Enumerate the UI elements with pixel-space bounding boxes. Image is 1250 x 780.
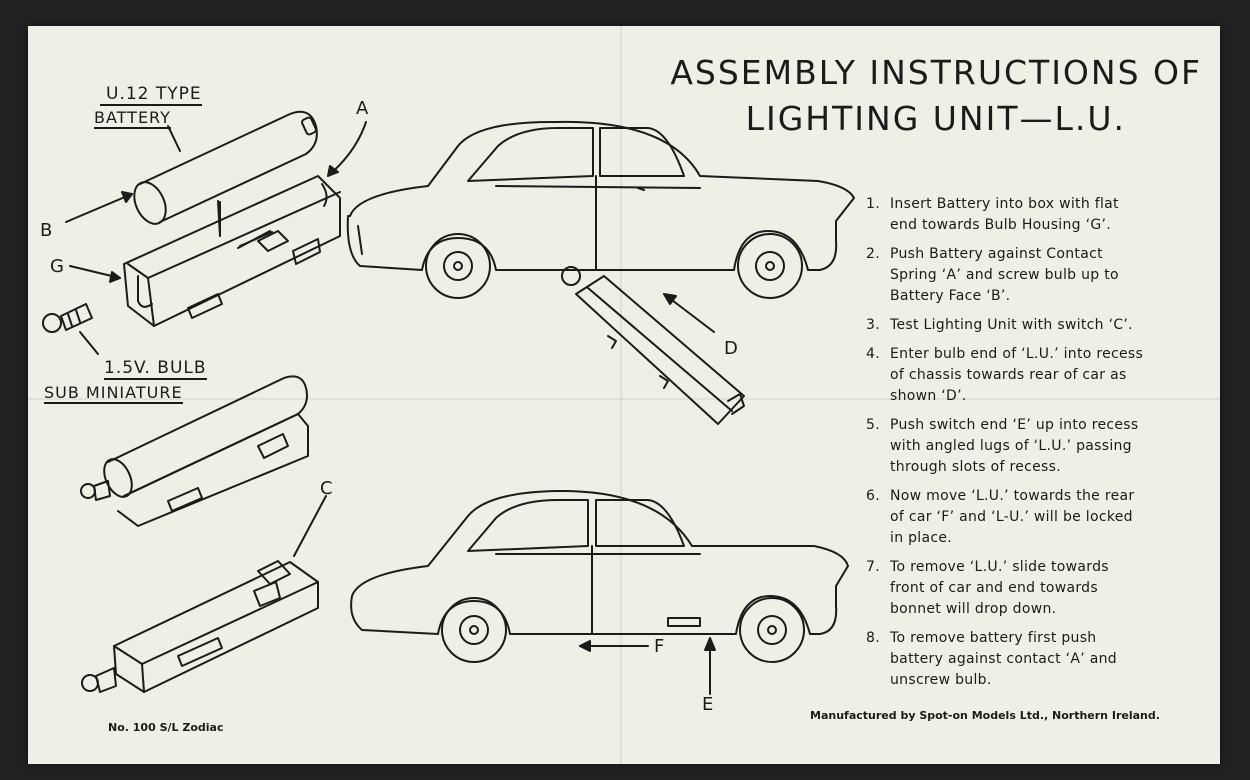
model-number: No. 100 S/L Zodiac	[108, 721, 224, 734]
step-item: 5.Push switch end ‘E’ up into recess wit…	[866, 417, 1139, 475]
car-illustration-top	[346, 120, 855, 299]
battery-box-top	[123, 175, 341, 327]
label-e: E	[702, 694, 715, 715]
arrow-a	[327, 121, 367, 177]
instruction-steps: 1.Insert Battery into box with flat end …	[866, 194, 1148, 691]
assembled-unit-illustration	[80, 375, 309, 527]
label-c: C	[320, 478, 334, 499]
step-item: 1.Insert Battery into box with flat end …	[866, 196, 1119, 233]
title-line-2: LIGHTING UNIT—L.U.	[745, 99, 1126, 138]
label-g: G	[50, 256, 65, 277]
step-item: 3.Test Lighting Unit with switch ‘C’.	[866, 317, 1133, 333]
arrow-b	[65, 191, 133, 223]
step-item: 2.Push Battery against Contact Spring ‘A…	[866, 246, 1119, 304]
bulb-illustration-top	[42, 303, 99, 355]
battery-label: BATTERY	[94, 108, 171, 129]
arrow-f	[579, 640, 649, 652]
battery-type-label: U.12 TYPE	[100, 84, 202, 106]
illustrations	[42, 110, 855, 695]
manufacturer-note: Manufactured by Spot-on Models Ltd., Nor…	[810, 709, 1160, 722]
lighting-unit-d-illustration	[561, 266, 745, 425]
fold-crease-vertical	[620, 26, 622, 764]
arrow-g	[69, 265, 121, 283]
u12-type-text: U.12 TYPE	[100, 84, 202, 106]
sub-miniature-label: SUB MINIATURE	[44, 383, 183, 404]
fold-crease-horizontal	[28, 398, 1220, 400]
title-line-1: ASSEMBLY INSTRUCTIONS OF	[670, 53, 1202, 92]
car-illustration-bottom	[350, 489, 849, 663]
step-item: 7.To remove ‘L.U.’ slide towards front o…	[866, 559, 1109, 617]
step-item: 6.Now move ‘L.U.’ towards the rear of ca…	[866, 488, 1135, 546]
label-a: A	[356, 98, 370, 119]
step-item: 8.To remove battery first push battery a…	[866, 630, 1117, 688]
label-d: D	[724, 338, 739, 359]
label-b: B	[40, 220, 54, 241]
arrow-e	[704, 637, 716, 695]
bulb-label: 1.5V. BULB	[104, 358, 207, 380]
switch-unit-illustration	[81, 495, 327, 693]
battery-illustration	[133, 110, 318, 225]
instruction-sheet: ASSEMBLY INSTRUCTIONS OF LIGHTING UNIT—L…	[28, 26, 1220, 764]
arrow-battery-insert	[219, 201, 273, 247]
label-f: F	[654, 636, 666, 657]
page-title: ASSEMBLY INSTRUCTIONS OF LIGHTING UNIT—L…	[642, 50, 1202, 142]
step-item: 4.Enter bulb end of ‘L.U.’ into recess o…	[866, 346, 1144, 404]
